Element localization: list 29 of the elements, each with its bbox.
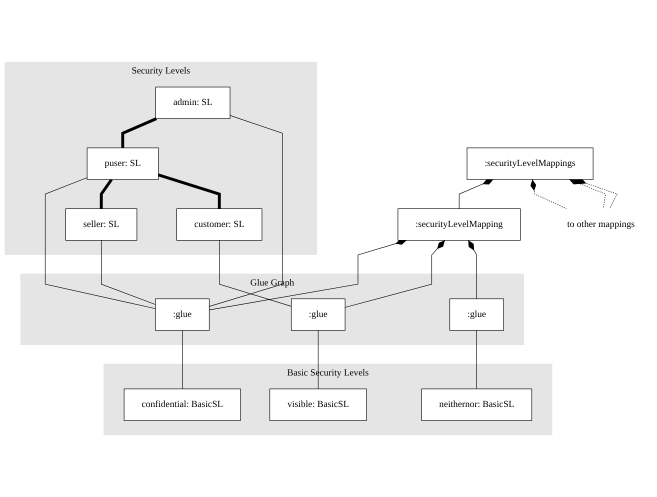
connector [208,239,407,310]
node-box: :securityLevelMapping [398,208,521,241]
connector [100,178,113,209]
node-box: :glue [450,298,504,331]
connector [344,240,446,308]
node-box: admin: SL [155,86,230,119]
connector [101,240,156,305]
connector [468,240,477,300]
connector [476,330,477,390]
connector [44,177,156,309]
node-text: to other mappings [567,219,635,230]
connector [121,117,158,148]
connector [208,115,283,307]
connector [575,178,618,210]
node-box: seller: SL [65,208,138,241]
connector [568,178,606,210]
node-box: visible: BasicSL [270,388,367,421]
connector [530,179,567,210]
connector [182,330,183,390]
node-box: :glue [155,298,210,331]
connector [158,174,221,209]
node-box: neithernor: BasicSL [421,388,532,421]
node-box: confidential: BasicSL [124,388,241,421]
connector [458,179,494,210]
node-box: :securityLevelMappings [466,148,594,180]
node-box: puser: SL [86,148,159,180]
node-box: customer: SL [176,208,262,241]
connector [219,240,292,307]
node-box: :glue [290,298,346,331]
